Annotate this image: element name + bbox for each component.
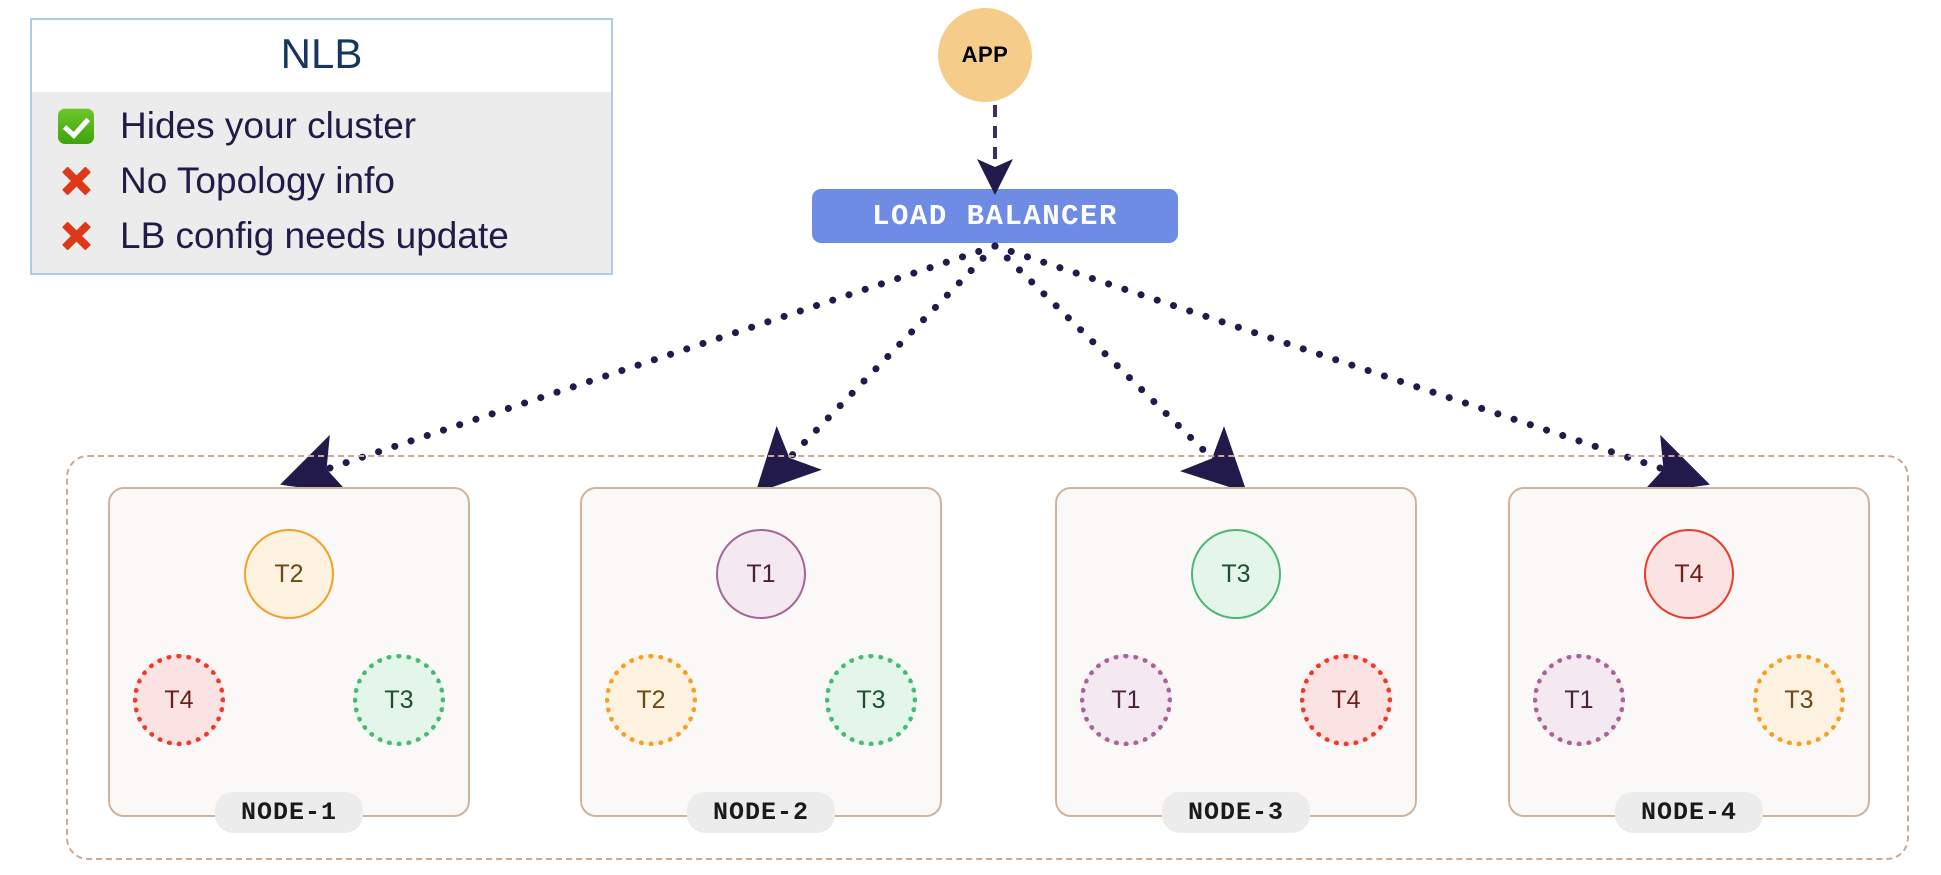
edge-lb-to-node-3 (991, 242, 1248, 493)
node-panel: T4 T1 T3 NODE-4 (1508, 487, 1870, 833)
check-icon (58, 107, 120, 144)
pod-replica: T2 (605, 654, 697, 746)
load-balancer-node: LOAD BALANCER (812, 189, 1178, 243)
nlb-item-label: Hides your cluster (120, 104, 417, 146)
pod-replica: T1 (1080, 654, 1172, 746)
cluster-boundary (66, 455, 1909, 860)
node-label: NODE-4 (1614, 792, 1764, 833)
edge-lb-to-node-2 (755, 242, 999, 494)
pod-replica: T3 (353, 654, 445, 746)
node-panel: T3 T1 T4 NODE-3 (1055, 487, 1417, 833)
pod-replica: T3 (1753, 654, 1845, 746)
pod-replica: T4 (1300, 654, 1392, 746)
nlb-item-list: Hides your cluster No Topology info LB c… (32, 92, 611, 273)
node-label: NODE-1 (214, 792, 364, 833)
cross-icon (58, 163, 120, 199)
pod-primary: T1 (716, 529, 806, 619)
edge-lb-to-node-4 (991, 242, 1710, 495)
node-label: NODE-2 (686, 792, 836, 833)
list-item: LB config needs update (32, 208, 611, 263)
cross-icon (58, 218, 120, 254)
nlb-title: NLB (32, 20, 611, 92)
pod-replica: T1 (1533, 654, 1625, 746)
pod-replica: T3 (825, 654, 917, 746)
node-label: NODE-3 (1161, 792, 1311, 833)
edge-lb-to-node-1 (280, 242, 999, 495)
node-panel: T2 T4 T3 NODE-1 (108, 487, 470, 833)
nlb-item-label: LB config needs update (120, 214, 509, 256)
pod-primary: T4 (1644, 529, 1734, 619)
pod-replica: T4 (133, 654, 225, 746)
nlb-legend-card: NLB Hides your cluster No Topology info … (30, 18, 613, 275)
list-item: No Topology info (32, 153, 611, 208)
pod-primary: T3 (1191, 529, 1281, 619)
pod-primary: T2 (244, 529, 334, 619)
nlb-item-label: No Topology info (120, 159, 395, 201)
node-panel: T1 T2 T3 NODE-2 (580, 487, 942, 833)
list-item: Hides your cluster (32, 98, 611, 153)
app-node: APP (938, 8, 1032, 102)
